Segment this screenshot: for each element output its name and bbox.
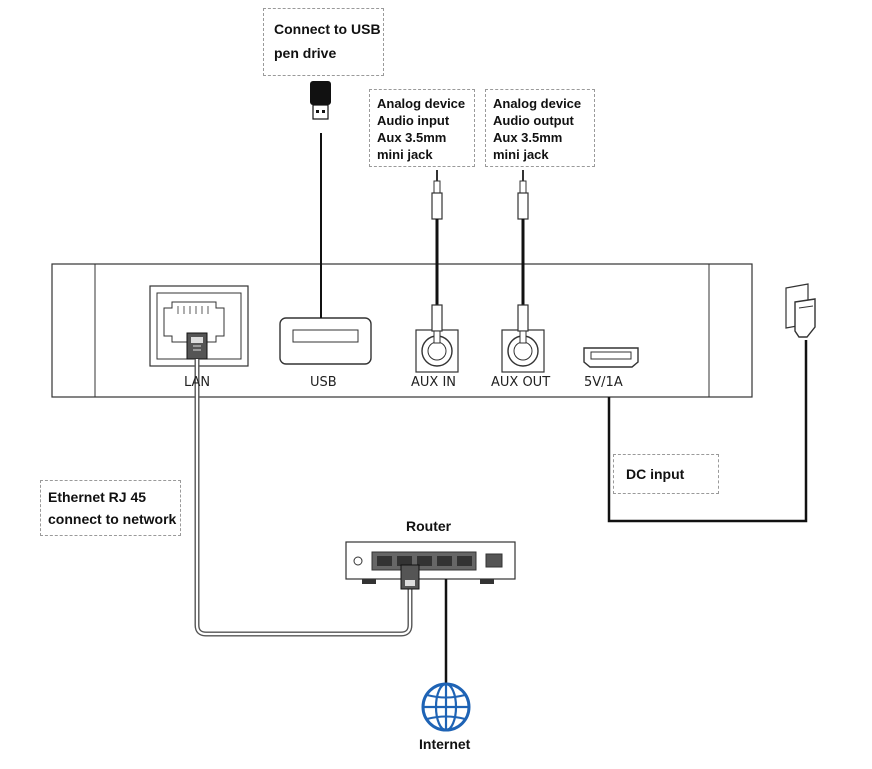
port-label-power: 5V/1A: [584, 375, 623, 390]
aux-out-cable: [517, 170, 529, 344]
port-label-aux-out: AUX OUT: [491, 375, 551, 390]
callout-aux-out: Analog device Audio output Aux 3.5mm min…: [485, 89, 595, 167]
callout-aux-in-line-1: Analog device: [377, 96, 466, 111]
callout-usb-pen-drive: Connect to USB pen drive: [263, 8, 384, 76]
callout-dc-input: DC input: [613, 454, 719, 494]
globe-icon: [421, 682, 471, 732]
power-cable: [607, 340, 808, 523]
router-label: Router: [406, 518, 452, 534]
wall-adapter: [785, 283, 816, 338]
callout-ethernet-line-2: connect to network: [48, 511, 177, 527]
callout-usb-line-2: pen drive: [274, 45, 337, 61]
usb-port: [279, 317, 372, 365]
callout-aux-in-line-2: Audio input: [377, 113, 450, 128]
callout-ethernet: Ethernet RJ 45 connect to network: [40, 480, 181, 536]
callout-ethernet-line-1: Ethernet RJ 45: [48, 489, 147, 505]
aux-out-jack: [501, 329, 545, 373]
internet-label: Internet: [419, 736, 471, 752]
callout-aux-out-line-4: mini jack: [493, 147, 549, 162]
callout-aux-in-line-3: Aux 3.5mm: [377, 130, 447, 145]
aux-in-cable: [431, 170, 443, 344]
usb-pen-drive: [310, 81, 331, 318]
port-label-usb: USB: [310, 375, 337, 390]
callout-aux-in: Analog device Audio input Aux 3.5mm mini…: [369, 89, 475, 167]
power-port: [583, 347, 639, 368]
port-label-lan: LAN: [184, 375, 211, 390]
router: [345, 541, 516, 584]
callout-aux-in-line-4: mini jack: [377, 147, 433, 162]
port-label-aux-in: AUX IN: [411, 375, 457, 390]
callout-dc-input-text: DC input: [626, 466, 685, 482]
ethernet-cable: [194, 359, 413, 637]
callout-aux-out-line-3: Aux 3.5mm: [493, 130, 563, 145]
callout-aux-out-line-1: Analog device: [493, 96, 582, 111]
callout-aux-out-line-2: Audio output: [493, 113, 574, 128]
rj45-plug-lan: [186, 332, 208, 360]
callout-usb-line-1: Connect to USB: [274, 21, 381, 37]
aux-in-jack: [415, 329, 459, 373]
rj45-plug-router: [400, 564, 420, 590]
